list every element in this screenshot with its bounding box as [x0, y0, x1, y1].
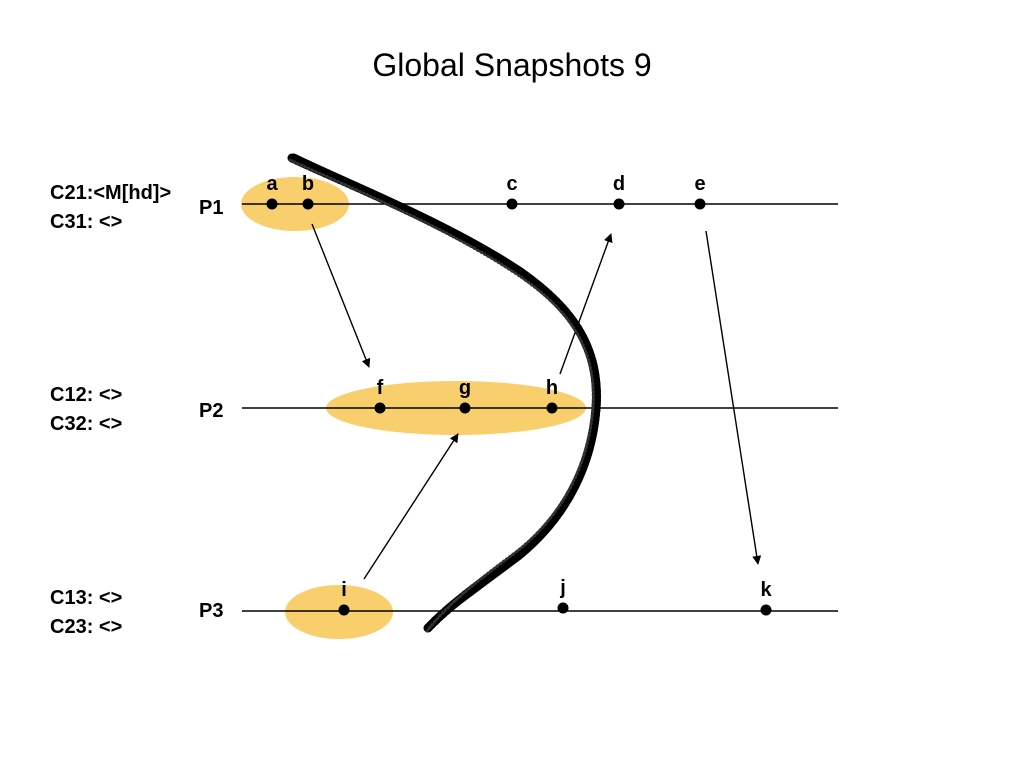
event-dot-f [374, 402, 386, 414]
message-arrow-e-k [705, 230, 762, 565]
channel-state: C32: <> [50, 413, 122, 435]
event-label-k: k [760, 579, 772, 601]
channel-states: C21:<M[hd]> C31: <> C12: <> C32: <> C13:… [50, 182, 171, 638]
event-dot-d [613, 198, 625, 210]
event-label-e: e [694, 173, 705, 195]
event-dot-i [338, 604, 350, 616]
cut-stroke-rough [288, 158, 595, 633]
event-label-a: a [266, 173, 278, 195]
event-dot-j [557, 602, 569, 614]
process-label-p3: P3 [199, 600, 223, 622]
channel-state: C31: <> [50, 211, 122, 233]
channel-state: C13: <> [50, 587, 122, 609]
process-label-p1: P1 [199, 197, 223, 219]
event-label-i: i [341, 579, 347, 601]
message-arrow-b-f [311, 223, 371, 368]
message-arrow-h-d [559, 233, 613, 375]
channel-state: C23: <> [50, 616, 122, 638]
channel-state: C21:<M[hd]> [50, 182, 171, 204]
event-label-c: c [506, 173, 517, 195]
event-dot-k [760, 604, 772, 616]
event-label-f: f [377, 377, 384, 399]
event-dot-g [459, 402, 471, 414]
cut-stroke-inner [291, 153, 601, 629]
event-label-g: g [459, 377, 471, 399]
event-label-d: d [613, 173, 625, 195]
event-label-h: h [546, 377, 558, 399]
event-dot-h [546, 402, 558, 414]
event-dot-c [506, 198, 518, 210]
process-timelines [242, 203, 838, 612]
diagram-title: Global Snapshots 9 [372, 47, 651, 83]
message-arrow-i-g [363, 433, 459, 580]
snapshot-cut-curve [287, 153, 601, 633]
event-dot-e [694, 198, 706, 210]
event-label-j: j [559, 577, 566, 599]
event-dot-a [266, 198, 278, 210]
message-arrows [311, 223, 762, 580]
event-label-b: b [302, 173, 314, 195]
process-labels: P1 P2 P3 [199, 197, 223, 622]
process-label-p2: P2 [199, 400, 223, 422]
event-dot-b [302, 198, 314, 210]
events: a b c d e f g h i j k [266, 173, 772, 616]
channel-state: C12: <> [50, 384, 122, 406]
